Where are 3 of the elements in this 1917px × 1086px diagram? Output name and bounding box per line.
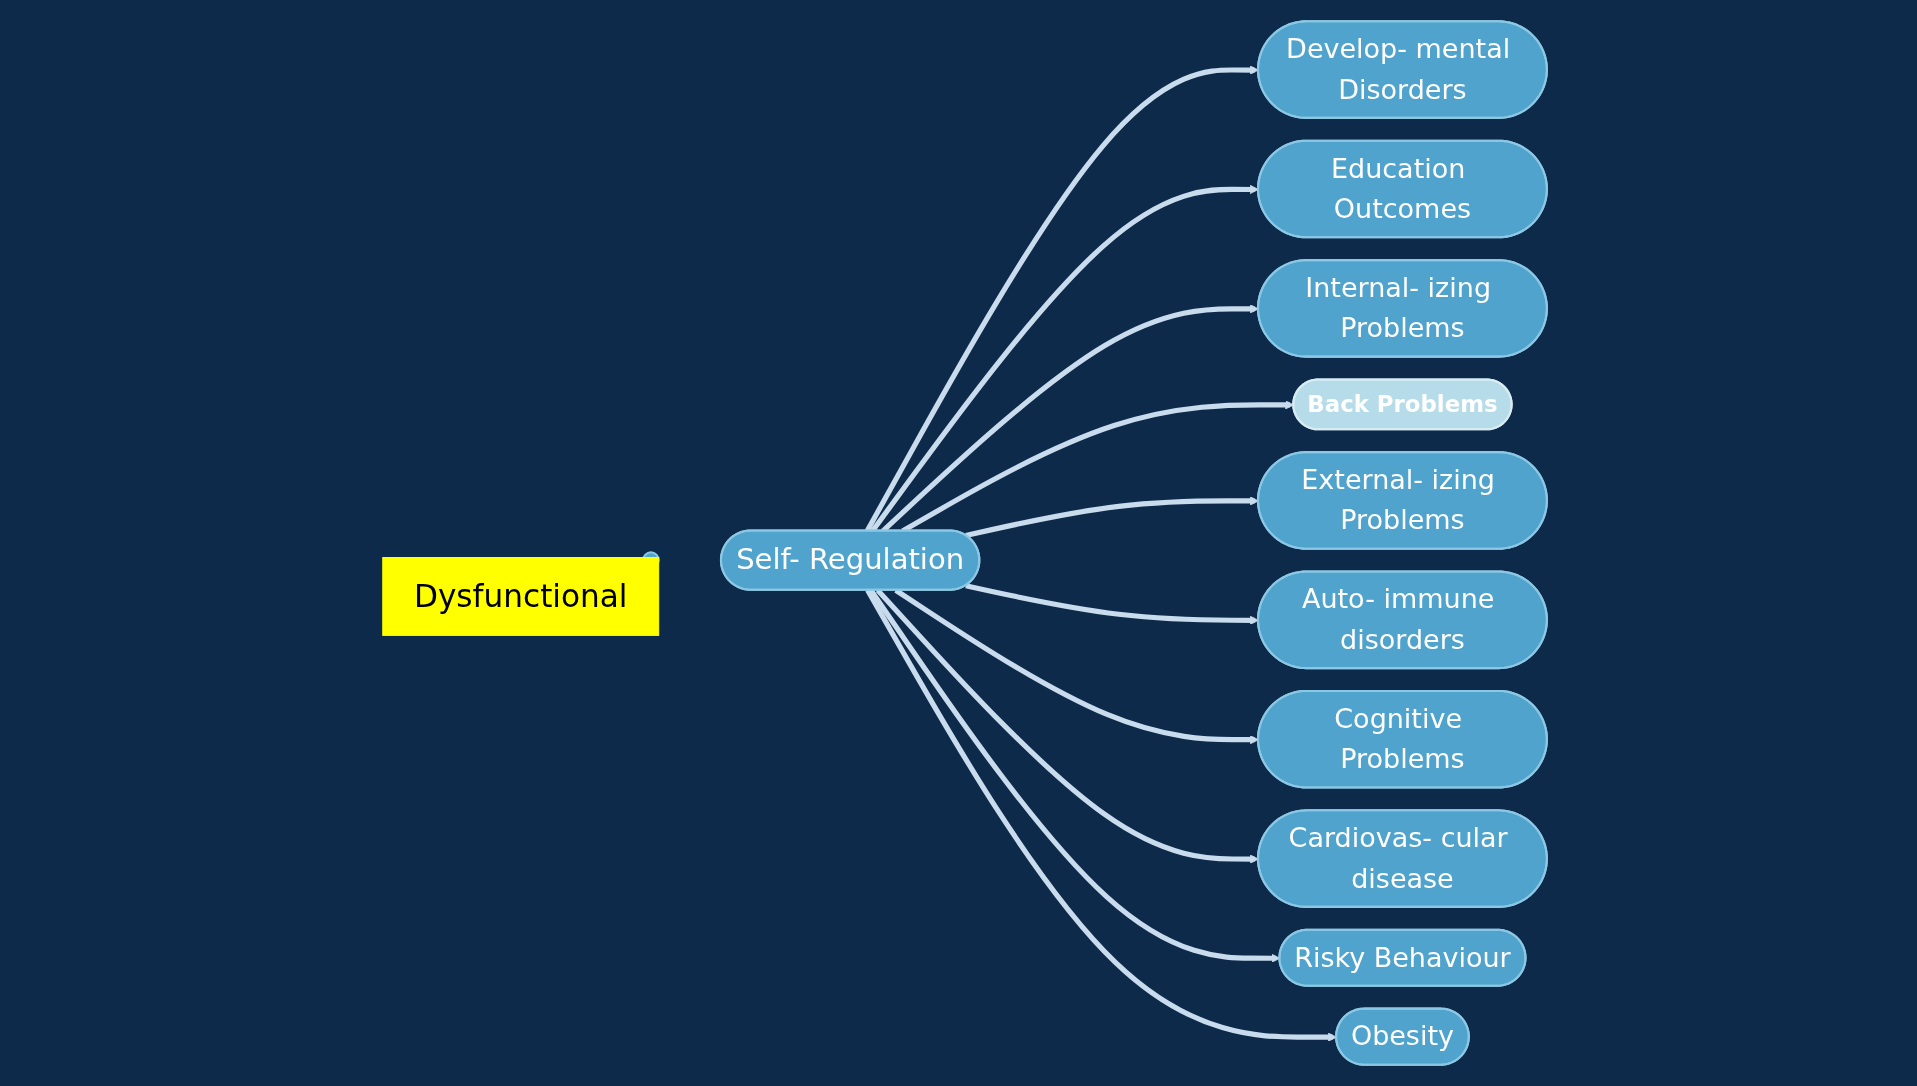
arrow — [965, 583, 1259, 625]
arrow — [965, 496, 1259, 538]
node-box: Dysfunctional — [382, 557, 660, 636]
